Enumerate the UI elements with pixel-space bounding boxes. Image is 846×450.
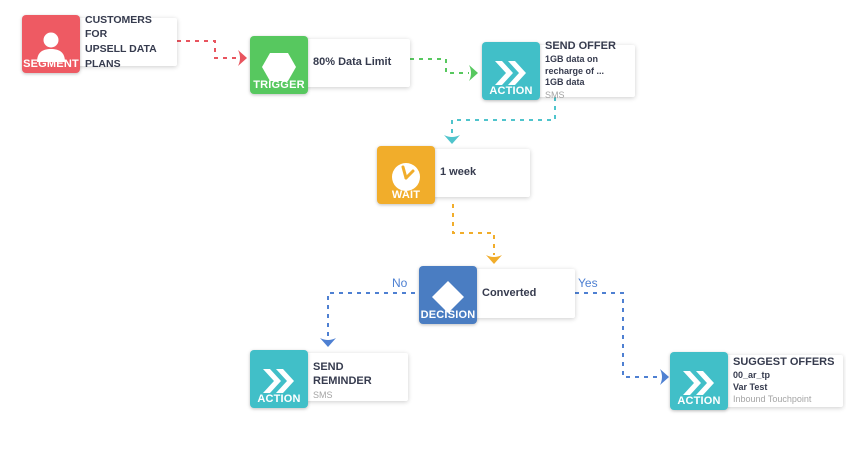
clock-icon: [391, 146, 421, 204]
action-icon-box[interactable]: ACTION: [670, 352, 728, 410]
node-detail: 1GB data on recharge of ...: [545, 54, 605, 76]
wait-icon-box[interactable]: WAIT: [377, 146, 435, 204]
user-icon: [34, 15, 68, 73]
fast-forward-icon: [683, 352, 715, 410]
node-wait[interactable]: 1 week WAIT: [377, 146, 530, 204]
node-channel: SMS: [313, 389, 333, 400]
fast-forward-icon: [495, 42, 527, 100]
node-detail: 1GB data: [545, 77, 585, 88]
diamond-icon: [432, 266, 464, 324]
edge-trigger-sendoffer: [410, 58, 478, 81]
node-channel: SMS: [545, 90, 565, 101]
node-title: 80% Data Limit: [313, 56, 392, 69]
node-type-label: ACTION: [257, 393, 301, 405]
edge-segment-trigger: [177, 40, 247, 66]
node-title: SUGGEST OFFERS: [733, 356, 835, 369]
edge-sendoffer-wait: [444, 97, 556, 144]
node-type-label: SEGMENT: [23, 58, 79, 70]
node-detail: 00_ar_tp: [733, 369, 771, 380]
node-action-send-offer[interactable]: SEND OFFER 1GB data on recharge of ... 1…: [482, 40, 635, 100]
edge-decision-sendreminder: [320, 292, 424, 347]
node-title: Converted: [482, 286, 537, 299]
node-action-suggest-offers[interactable]: SUGGEST OFFERS 00_ar_tp Var Test Inbound…: [670, 352, 843, 410]
node-trigger[interactable]: 80% Data Limit TRIGGER: [250, 36, 410, 94]
node-type-label: TRIGGER: [253, 79, 305, 91]
node-title: 1 week: [440, 166, 477, 179]
node-channel: Inbound Touchpoint: [733, 394, 812, 405]
node-action-send-reminder[interactable]: SEND REMINDER SMS ACTION: [250, 350, 408, 408]
node-segment[interactable]: CUSTOMERS FOR UPSELL DATA PLANS SEGMENT: [22, 14, 177, 73]
node-type-label: ACTION: [489, 85, 533, 97]
node-title: UPSELL DATA PLANS: [85, 43, 157, 70]
edge-wait-decision: [452, 204, 502, 264]
action-icon-box[interactable]: ACTION: [482, 42, 540, 100]
node-detail: Var Test: [733, 381, 768, 392]
edge-decision-suggestoffers: [575, 292, 669, 385]
decision-icon-box[interactable]: DECISION: [419, 266, 477, 324]
node-decision[interactable]: Converted DECISION: [419, 266, 575, 324]
node-title: SEND REMINDER: [313, 361, 372, 387]
node-type-label: DECISION: [420, 309, 476, 321]
segment-icon-box[interactable]: SEGMENT: [22, 15, 80, 73]
node-type-label: WAIT: [391, 189, 421, 201]
node-title: SEND OFFER: [545, 40, 616, 53]
edge-label-yes: Yes: [578, 276, 598, 290]
edge-label-no: No: [392, 276, 408, 290]
action-icon-box[interactable]: ACTION: [250, 350, 308, 408]
trigger-icon-box[interactable]: TRIGGER: [250, 36, 308, 94]
fast-forward-icon: [263, 350, 295, 408]
node-title: CUSTOMERS FOR: [85, 13, 152, 41]
hexagon-icon: [261, 36, 297, 94]
node-type-label: ACTION: [677, 395, 721, 407]
